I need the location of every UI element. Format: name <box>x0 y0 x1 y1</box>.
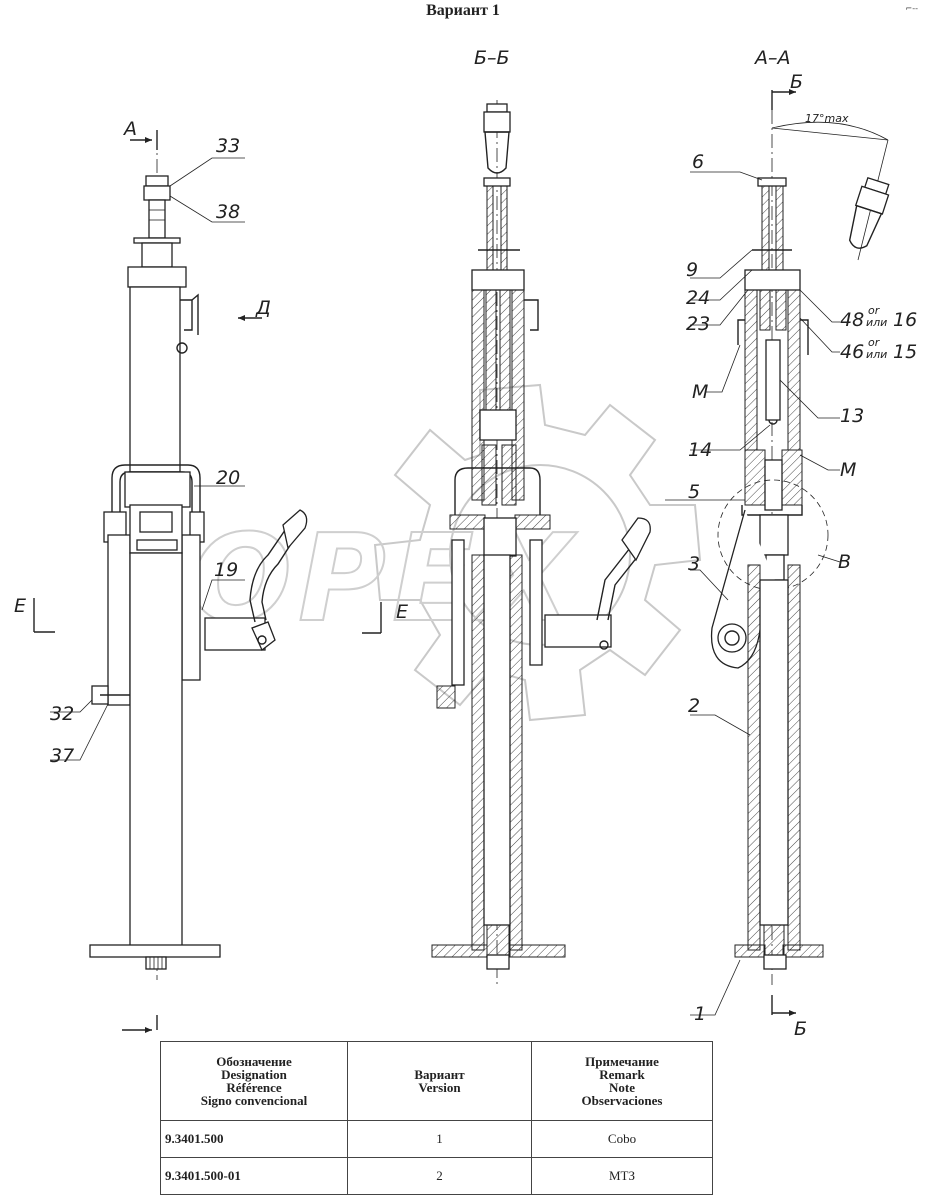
callout-1: 1 <box>694 1003 706 1025</box>
callout-m-1: М <box>692 381 708 403</box>
callout-6: 6 <box>692 151 704 173</box>
callout-b: В <box>838 551 851 573</box>
callout-14: 14 <box>688 439 712 461</box>
right-view <box>665 89 890 1016</box>
callout-2: 2 <box>688 695 700 717</box>
left-view <box>33 130 382 1033</box>
table-row: 9.3401.500 1 Cobo <box>160 1120 713 1158</box>
section-aa-caption: А–А <box>753 47 791 69</box>
page-title: Вариант 1 <box>426 2 500 19</box>
callout-9: 9 <box>686 259 698 281</box>
callout-15: 15 <box>893 341 917 363</box>
callout-16: 16 <box>893 309 917 331</box>
table-row: 9.3401.500-01 2 МТЗ <box>160 1157 713 1195</box>
header-remark: Примечание Remark Note Observaciones <box>531 1041 713 1121</box>
section-e-right-label: Е <box>396 601 408 623</box>
callout-24: 24 <box>686 287 710 309</box>
callout-13: 13 <box>840 405 864 427</box>
callout-38: 38 <box>216 201 240 223</box>
callout-37: 37 <box>50 745 74 767</box>
callout-32: 32 <box>50 703 74 725</box>
header-designation: Обозначение Designation Référence Signo … <box>160 1041 348 1121</box>
callout-5: 5 <box>688 481 700 503</box>
cell-note: МТЗ <box>531 1157 713 1195</box>
corner-mark: ⌐-- <box>905 4 918 13</box>
section-bb-caption: Б–Б <box>474 47 510 69</box>
cell-designation: 9.3401.500 <box>160 1120 348 1158</box>
callout-ili-1: или <box>866 316 887 329</box>
section-b-bottom-label: Б <box>794 1018 807 1040</box>
section-e-left-label: Е <box>14 595 26 617</box>
callout-ili-2: или <box>866 348 887 361</box>
cell-designation: 9.3401.500-01 <box>160 1157 348 1195</box>
callout-or-1: or <box>868 304 881 317</box>
table-header-row: Обозначение Designation Référence Signo … <box>160 1041 713 1121</box>
cell-note: Cobo <box>531 1120 713 1158</box>
header-version: Вариант Version <box>347 1041 532 1121</box>
middle-view <box>431 100 651 985</box>
variants-table: Обозначение Designation Référence Signo … <box>160 1041 713 1195</box>
callout-20: 20 <box>216 467 240 489</box>
angle-label: 17°max <box>805 112 849 125</box>
section-b-top-label: Б <box>790 71 803 93</box>
callout-48: 48 <box>840 309 864 331</box>
callout-m-2: М <box>840 459 856 481</box>
cell-version: 1 <box>347 1120 532 1158</box>
callout-46: 46 <box>840 341 864 363</box>
callout-or-2: or <box>868 336 881 349</box>
technical-drawing: OPEX <box>14 47 917 1040</box>
callout-3: 3 <box>688 553 700 575</box>
section-a-label: А <box>122 118 137 140</box>
callout-19: 19 <box>214 559 238 581</box>
section-a-bottom-label: А <box>114 1037 129 1040</box>
callout-23: 23 <box>686 313 710 335</box>
view-d-label: Д <box>255 297 271 319</box>
cell-version: 2 <box>347 1157 532 1195</box>
callout-33: 33 <box>216 135 240 157</box>
